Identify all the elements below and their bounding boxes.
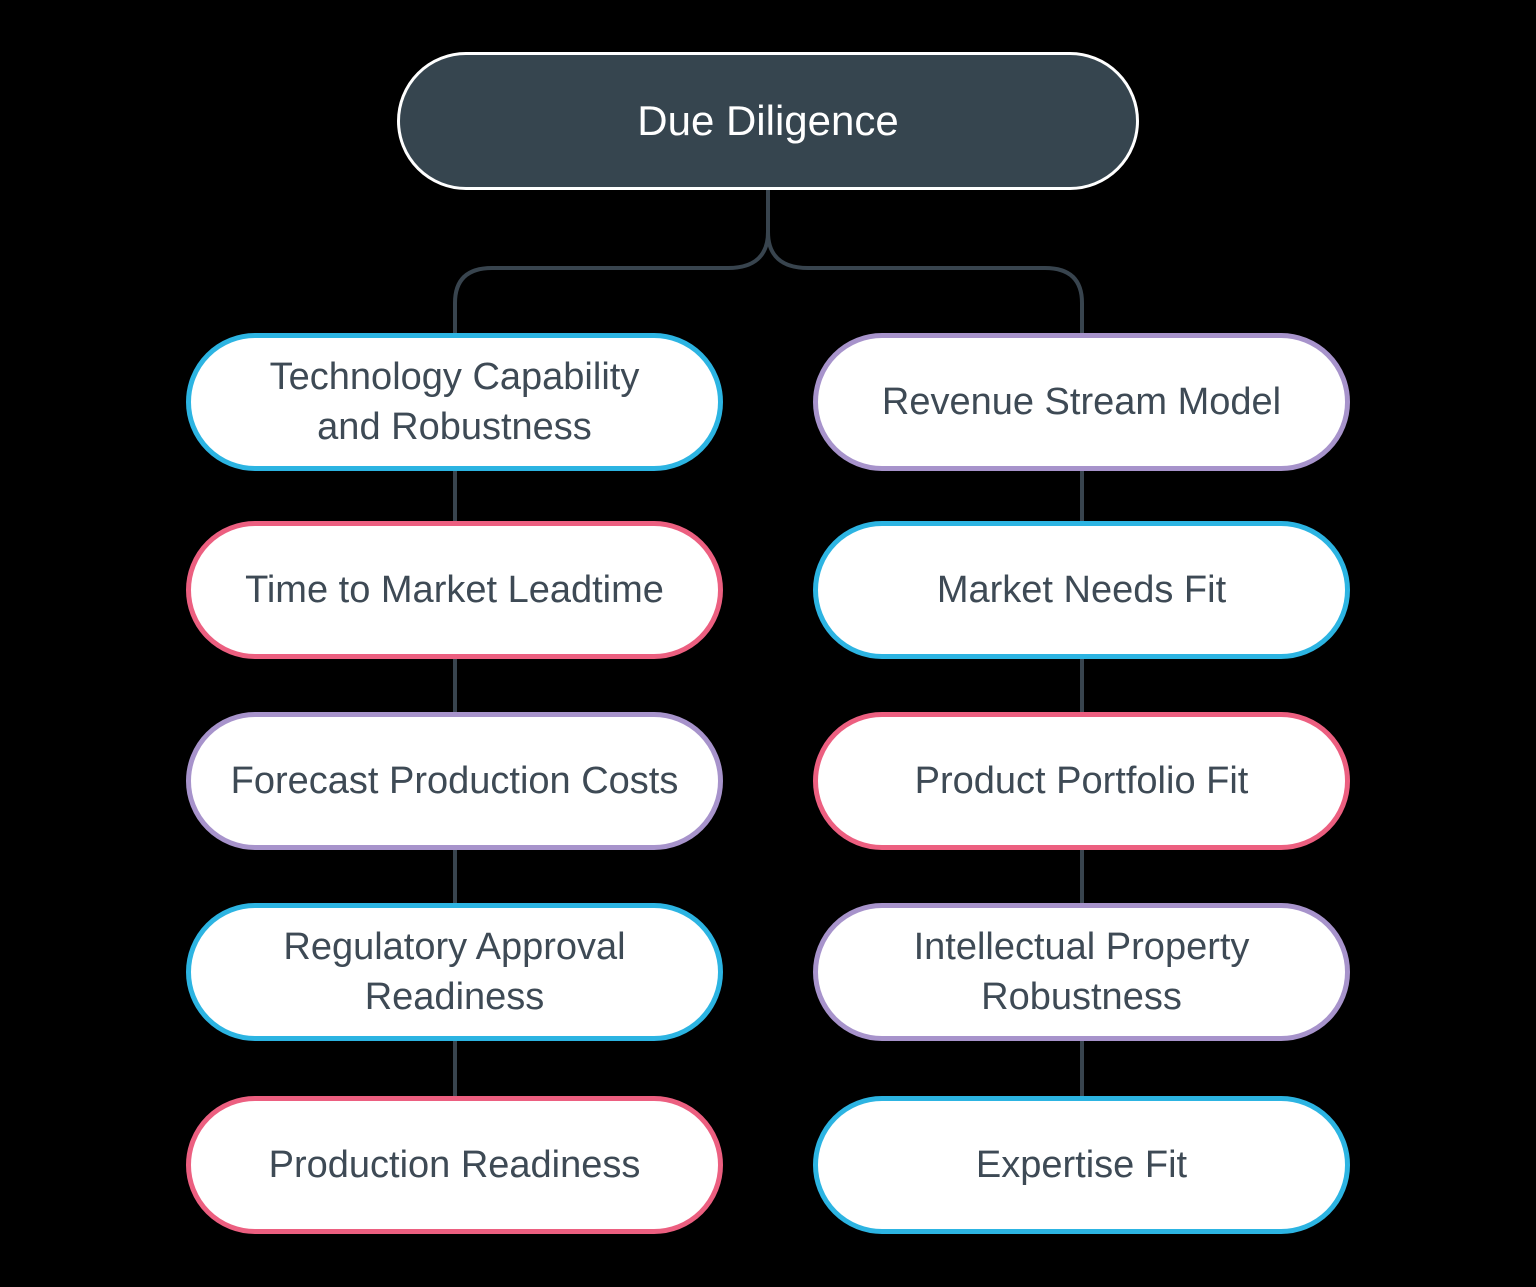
node-time-to-market: Time to Market Leadtime — [186, 521, 723, 659]
node-label: Production Readiness — [268, 1143, 641, 1186]
node-regulatory-approval: Regulatory Approval Readiness — [186, 903, 723, 1041]
node-label: Product Portfolio Fit — [914, 759, 1249, 802]
node-forecast-production-costs: Forecast Production Costs — [186, 712, 723, 850]
node-due-diligence: Due Diligence — [397, 52, 1139, 190]
connector-trunk-left — [453, 190, 770, 336]
node-production-readiness: Production Readiness — [186, 1096, 723, 1234]
node-label: Forecast Production Costs — [230, 759, 679, 802]
node-product-portfolio-fit: Product Portfolio Fit — [813, 712, 1350, 850]
node-label: Time to Market Leadtime — [245, 568, 664, 611]
connector-trunk-right — [766, 190, 1084, 336]
node-label: Market Needs Fit — [936, 568, 1227, 611]
node-market-needs-fit: Market Needs Fit — [813, 521, 1350, 659]
node-label: Revenue Stream Model — [881, 380, 1282, 423]
node-intellectual-property: Intellectual Property Robustness — [813, 903, 1350, 1041]
node-label: Expertise Fit — [975, 1143, 1188, 1186]
node-technology-capability: Technology Capability and Robustness — [186, 333, 723, 471]
node-revenue-stream-model: Revenue Stream Model — [813, 333, 1350, 471]
node-expertise-fit: Expertise Fit — [813, 1096, 1350, 1234]
node-label: Regulatory Approval Readiness — [283, 925, 626, 1018]
node-label: Technology Capability and Robustness — [269, 355, 640, 448]
node-label: Due Diligence — [637, 97, 899, 145]
node-label: Intellectual Property Robustness — [913, 925, 1250, 1018]
